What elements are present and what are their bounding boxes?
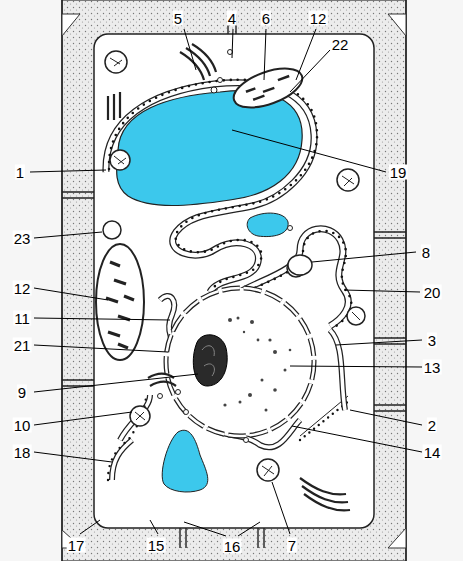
callout-number: 8 (421, 245, 431, 260)
callout-number: 19 (389, 165, 408, 180)
callout-number: 17 (67, 538, 86, 553)
callout-number: 10 (13, 418, 32, 433)
callout-number: 5 (173, 11, 183, 26)
callout-number: 11 (13, 311, 31, 326)
callout-number: 13 (423, 360, 442, 375)
callout-number: 12 (309, 11, 328, 26)
callout-number: 16 (223, 539, 242, 554)
leader-lines (30, 29, 422, 536)
callout-number: 15 (147, 538, 166, 553)
callout-number: 12 (13, 281, 32, 296)
callout-number: 22 (331, 37, 350, 52)
callout-number: 1 (15, 165, 25, 180)
callout-number: 9 (17, 385, 27, 400)
callout-number: 2 (427, 418, 437, 433)
callout-number: 18 (13, 445, 32, 460)
callout-number: 21 (13, 338, 32, 353)
callout-number: 14 (423, 445, 442, 460)
callout-number: 20 (423, 285, 442, 300)
callout-number: 6 (261, 11, 271, 26)
callout-number: 4 (227, 11, 237, 26)
callout-number: 7 (287, 538, 297, 553)
callout-number: 3 (427, 333, 437, 348)
callout-number: 23 (13, 231, 32, 246)
